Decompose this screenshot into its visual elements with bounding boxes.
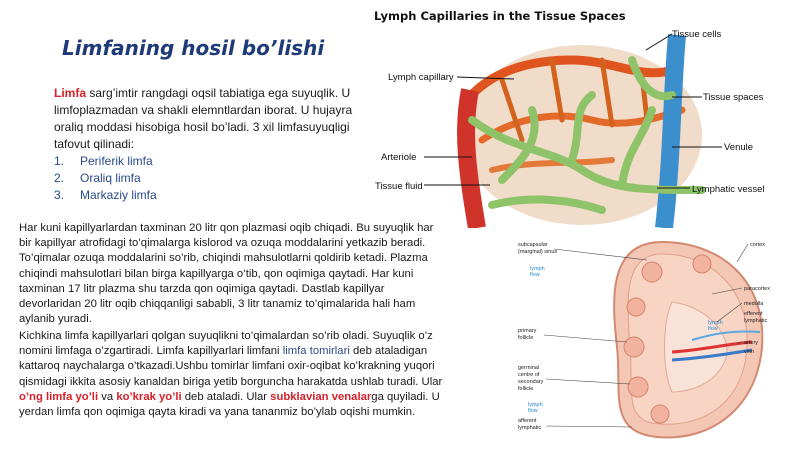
label-artery: artery [744,340,758,346]
intro-definition: sarg’imtir rangdagi oqsil tabiatiga ega … [54,86,353,151]
label-venule: Venule [724,142,753,153]
label-vein: vein [744,349,754,355]
label-primary: primary [518,328,537,334]
label-tissue-cells: Tissue cells [672,29,722,40]
label-lymphatic-vessel: Lymphatic vessel [692,184,765,195]
label-lymph-flow-3: lymph [528,402,543,408]
intro-block: Limfa sarg’imtir rangdagi oqsil tabiatig… [54,85,370,204]
lymph-vessels-term: limfa tomirlari [282,345,350,358]
label-lymph-flow-2b: flow [708,326,718,332]
label-lymph-flow-2: lymph [708,320,723,326]
list-item: 3.Markaziy limfa [54,188,157,202]
label-marginal-sinus: (marginal) sinus [518,249,557,255]
node-medulla [664,301,728,393]
intro-text: Limfa sarg’imtir rangdagi oqsil tabiatig… [54,85,370,153]
label-tissue-spaces: Tissue spaces [703,92,764,103]
label-centre-of: centre of [518,372,540,378]
label-primary-follicle: follicle [518,335,533,341]
slide-title: Limfaning hosil bo’lishi [62,36,325,60]
figure-title: Lymph Capillaries in the Tissue Spaces [374,9,626,23]
label-cortex: cortex [750,242,765,248]
label-lymph-flow-1b: flow [530,272,540,278]
label-efferent: efferent [744,311,763,317]
leader-lines [424,33,722,189]
thoracic-duct-term: ko’krak yo’li [116,390,182,403]
label-secondary-follicle: follicle [518,386,533,392]
label-efferent-lymphatic: lymphatic [744,318,767,324]
label-afferent-lymphatic: lymphatic [518,425,541,431]
list-item: 1.Periferik limfa [54,154,153,168]
arteriole-vessel [457,88,486,228]
vein-path [671,348,753,362]
subclavian-veins-term: subklavian venalar [270,390,372,403]
lymph-types-list: 1.Periferik limfa 2.Oraliq limfa 3.Marka… [54,153,370,204]
lymph-node-figure: subcapsular (marginal) sinus lymph flow … [518,240,770,439]
label-lymph-flow-1: lymph [530,266,545,272]
paragraph-lymph-flow: Kichkina limfa kapillyarlari qolgan suyu… [19,330,443,419]
label-medulla: medulla [744,301,764,307]
node-leader-lines [543,243,749,428]
label-afferent: afferent [518,418,537,424]
paragraph-plasma: Har kuni kapillyarlardan taxminan 20 lit… [19,222,434,326]
label-subcapsular: subcapsular [518,242,548,248]
label-paracortex: paracortex [744,286,770,292]
follicles [623,254,712,424]
limfa-term: Limfa [54,86,87,100]
label-lymph-capillary: Lymph capillary [388,72,454,83]
label-arteriole: Arteriole [381,152,416,163]
label-germinal: germinal [518,365,539,371]
lymph-capillary-figure: Lymph Capillaries in the Tissue Spaces L… [374,9,765,228]
artery-path [671,340,753,354]
lymph-capillary-network [468,56,706,214]
label-secondary: secondary [518,379,544,385]
list-item: 2.Oraliq limfa [54,171,141,185]
venule-vessel [655,34,686,228]
right-lymph-duct-term: o’ng limfa yo’li [19,390,99,403]
efferent-lymphatic-path [691,330,761,341]
label-lymph-flow-3b: flow [528,408,538,414]
label-tissue-fluid: Tissue fluid [375,181,423,192]
